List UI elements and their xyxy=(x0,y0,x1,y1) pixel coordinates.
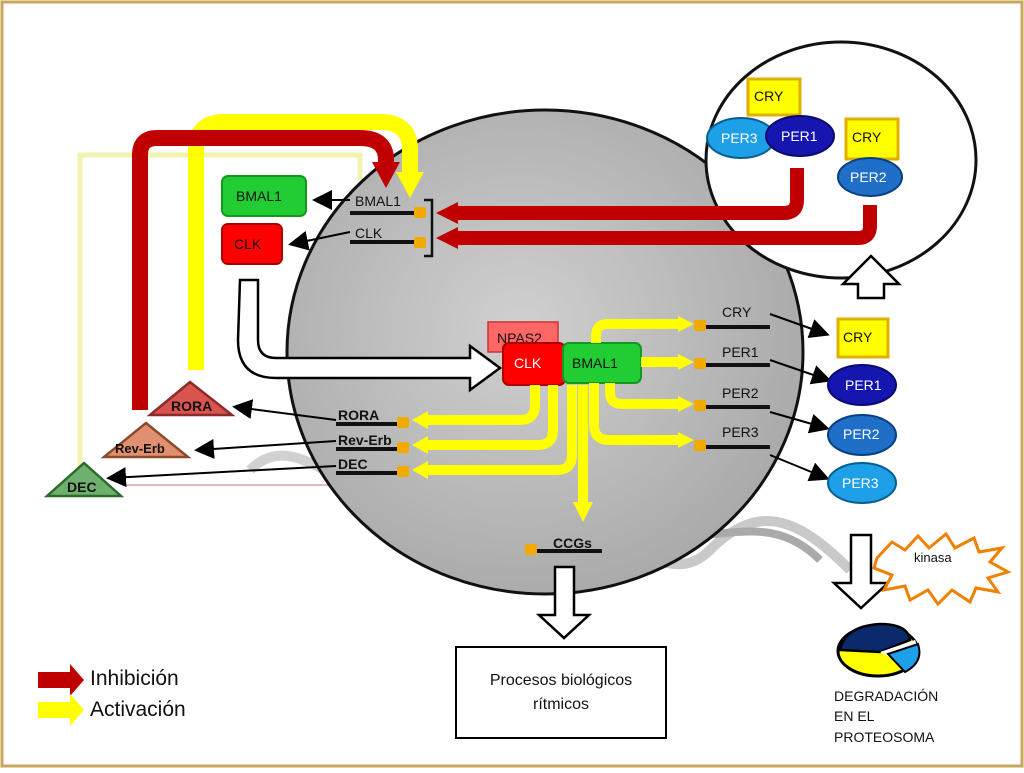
circle-per2 xyxy=(837,157,903,197)
faint-activation-loop xyxy=(77,152,363,470)
bmal1-gene-label: BMAL1 xyxy=(355,193,401,209)
per2-cry-inhibition-arrow xyxy=(455,205,877,245)
proteasome-label-2: EN EL xyxy=(834,708,875,724)
per1-protein-label: PER1 xyxy=(845,377,882,393)
ccg-output-arrow xyxy=(535,565,593,640)
per3-protein xyxy=(827,462,897,504)
legend: Inhibición Activación xyxy=(38,664,186,726)
circle-per2-label: PER2 xyxy=(850,169,887,185)
gene-bracket xyxy=(424,198,434,258)
legend-inhibition-label: Inhibición xyxy=(90,667,179,690)
per1-cry-inhibition-arrow xyxy=(455,168,804,220)
output-box xyxy=(455,646,667,739)
per2-protein xyxy=(827,414,897,456)
dec-gene-label: DEC xyxy=(338,456,368,472)
per3-protein-label: PER3 xyxy=(842,475,879,491)
cry-protein xyxy=(836,317,890,359)
right-activation-arrows xyxy=(589,319,680,445)
clk-gene-label: CLK xyxy=(355,225,383,241)
bmal1-protein-label: BMAL1 xyxy=(236,188,282,204)
kinase-label: kinasa xyxy=(914,550,952,565)
left-gene-lines xyxy=(336,417,409,477)
cry-protein-label: CRY xyxy=(843,329,873,345)
legend-inhibition-swatch xyxy=(38,664,84,696)
reverb-triangle xyxy=(100,421,192,459)
circle-per1 xyxy=(765,115,835,157)
up-outline-arrow xyxy=(839,254,903,300)
circle-cry-2-label: CRY xyxy=(852,129,882,145)
clk-protein-label: CLK xyxy=(234,236,262,252)
circle-per3-label: PER3 xyxy=(721,130,758,146)
left-activation-arrows xyxy=(425,385,577,475)
legend-activation-label: Activación xyxy=(90,698,186,721)
bmal1-protein xyxy=(221,175,307,217)
output-box-line-2: rítmicos xyxy=(533,696,589,713)
circle-per1-label: PER1 xyxy=(781,128,818,144)
right-gene-lines xyxy=(694,320,770,451)
proteasome-label-1: DEGRADACIÓN xyxy=(834,688,938,704)
rora-gene-label: RORA xyxy=(338,407,379,423)
rora-triangle xyxy=(146,380,236,417)
rora-triangle-label: RORA xyxy=(171,398,212,414)
complex-clk-label: CLK xyxy=(514,355,542,371)
per2-gene-label: PER2 xyxy=(722,385,759,401)
bmal1-promoter xyxy=(414,207,426,218)
per3-gene-label: PER3 xyxy=(722,424,759,440)
reverb-triangle-label: Rev-Erb xyxy=(115,441,165,456)
legend-activation-swatch xyxy=(38,694,84,726)
circle-cry-2 xyxy=(844,117,900,161)
proteasome-icon xyxy=(836,622,921,678)
dec-triangle-label: DEC xyxy=(67,479,97,495)
complex-bmal1-label: BMAL1 xyxy=(572,355,618,371)
circle-cry-1 xyxy=(746,77,802,117)
dec-triangle xyxy=(43,461,125,498)
per1-gene-label: PER1 xyxy=(722,344,759,360)
clk-protein xyxy=(221,223,283,265)
kinase-burst xyxy=(872,531,1012,607)
circle-cry-1-label: CRY xyxy=(754,88,784,104)
reverb-inhibition-arrow xyxy=(132,130,394,410)
proteasome-label-3: PROTEOSOMA xyxy=(834,729,935,745)
clk-promoter xyxy=(414,237,426,248)
clk-to-complex-arrow xyxy=(236,278,503,393)
cry-gene-label: CRY xyxy=(722,304,752,320)
reverb-gene-label: Rev-Erb xyxy=(338,432,392,448)
output-box-line-1: Procesos biológicos xyxy=(490,672,632,689)
ccgs-label: CCGs xyxy=(553,535,592,551)
per2-protein-label: PER2 xyxy=(843,426,880,442)
degradation-arrow xyxy=(830,533,892,610)
per1-protein xyxy=(827,364,897,406)
